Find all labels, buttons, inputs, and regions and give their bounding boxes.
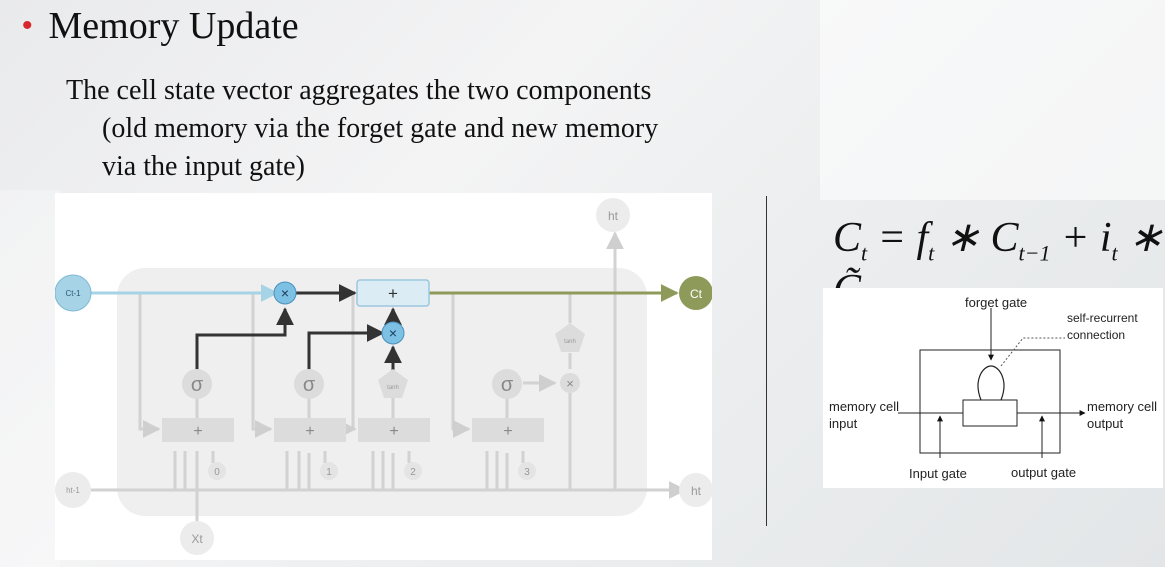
gate-index-nodes bbox=[208, 462, 536, 480]
formula-plus: + bbox=[1050, 215, 1100, 261]
cell-update-formula: Ct = ft ∗ Ct−1 + it ∗ C̃t bbox=[833, 212, 1165, 319]
h-out-node bbox=[679, 473, 712, 507]
cell-inner-box bbox=[962, 399, 1018, 427]
formula-c: C bbox=[990, 215, 1019, 261]
formula-c: C bbox=[833, 215, 862, 261]
slide-body: The cell state vector aggregates the two… bbox=[66, 72, 786, 186]
times-label: × bbox=[389, 325, 397, 341]
gate-index-label: 0 bbox=[214, 467, 220, 478]
gate-index-label: 3 bbox=[524, 467, 530, 478]
c-prev-node bbox=[55, 274, 92, 312]
body-line: via the input gate) bbox=[102, 151, 305, 182]
self-recurrent-label: self-recurrent connection bbox=[1067, 311, 1138, 342]
sum-label: + bbox=[389, 423, 398, 440]
sum-label: + bbox=[305, 423, 314, 440]
h-out-label: ht bbox=[691, 484, 702, 498]
output-gate-label: output gate bbox=[1011, 465, 1077, 480]
vertical-divider bbox=[766, 196, 767, 526]
cell-outer-box bbox=[919, 349, 1061, 454]
times-label: × bbox=[281, 285, 289, 301]
sigma-label: σ bbox=[303, 374, 316, 396]
gate-index-label: 1 bbox=[326, 467, 332, 478]
tanh-gate bbox=[378, 369, 408, 398]
output-multiply-node bbox=[560, 373, 580, 393]
h-prev-label: ht-1 bbox=[66, 486, 80, 495]
body-line: (old memory via the forget gate and new … bbox=[102, 113, 659, 144]
c-prev-label: Ct-1 bbox=[65, 289, 81, 298]
tanh-label: tanh bbox=[387, 385, 399, 391]
formula-sub-t: t bbox=[928, 240, 935, 266]
formula-eq: = bbox=[867, 215, 917, 261]
tanh-gate bbox=[555, 323, 585, 352]
self-recurrent-loop bbox=[977, 365, 1005, 401]
sum-blocks bbox=[162, 418, 544, 442]
sum-label: + bbox=[193, 423, 202, 440]
memory-cell-svg bbox=[898, 308, 1086, 458]
formula-i: i bbox=[1099, 215, 1112, 261]
input-multiply-node bbox=[381, 321, 405, 345]
lstm-diagram: + + + + σ σ σ tanh tanh × × × + 0 1 2 3 … bbox=[55, 193, 712, 560]
memory-input-label: memory cell input bbox=[829, 399, 900, 431]
sigma-label: σ bbox=[501, 374, 514, 396]
c-out-label: Ct bbox=[690, 287, 703, 301]
formula-f: f bbox=[916, 215, 929, 261]
forget-gate-label: forget gate bbox=[965, 295, 1028, 310]
gate-arrows bbox=[195, 307, 402, 370]
h-top-label: ht bbox=[608, 209, 619, 223]
h-top-node bbox=[596, 198, 630, 232]
slide-title: Memory Update bbox=[48, 5, 299, 47]
h-prev-node bbox=[55, 472, 91, 508]
formula-star: ∗ bbox=[1117, 215, 1164, 261]
gray-connections bbox=[85, 231, 687, 538]
sigma-gates bbox=[182, 369, 522, 399]
formula-star: ∗ bbox=[934, 215, 991, 261]
memory-cell-diagram: forget gate self-recurrent connection me… bbox=[823, 288, 1163, 488]
bullet-icon: • bbox=[22, 9, 33, 42]
tanh-label: tanh bbox=[564, 339, 576, 345]
lstm-diagram-svg: + + + + σ σ σ tanh tanh × × × + 0 1 2 3 … bbox=[55, 198, 712, 555]
formula-sub-tm1: t−1 bbox=[1018, 240, 1051, 266]
slide-title-row: • Memory Update bbox=[22, 2, 299, 50]
forget-multiply-node bbox=[273, 281, 297, 305]
formula-sub-t: t bbox=[1111, 240, 1118, 266]
cell-sum-label: + bbox=[388, 284, 398, 303]
gate-index-label: 2 bbox=[410, 467, 416, 478]
memory-output-label: memory cell output bbox=[1087, 399, 1158, 431]
times-label: × bbox=[566, 376, 574, 391]
cell-sum-box bbox=[356, 279, 430, 307]
self-recurrent-pointer bbox=[1000, 337, 1065, 367]
background-decoration bbox=[820, 0, 1165, 200]
c-out-node bbox=[679, 276, 712, 310]
sigma-label: σ bbox=[191, 374, 204, 396]
body-line: The cell state vector aggregates the two… bbox=[66, 75, 652, 106]
formula-sub-t: t bbox=[861, 240, 868, 266]
background-decoration bbox=[0, 190, 60, 567]
x-input-node bbox=[180, 521, 214, 555]
x-input-label: Xt bbox=[191, 532, 203, 546]
sum-label: + bbox=[503, 423, 512, 440]
input-gate-label: Input gate bbox=[909, 466, 967, 481]
